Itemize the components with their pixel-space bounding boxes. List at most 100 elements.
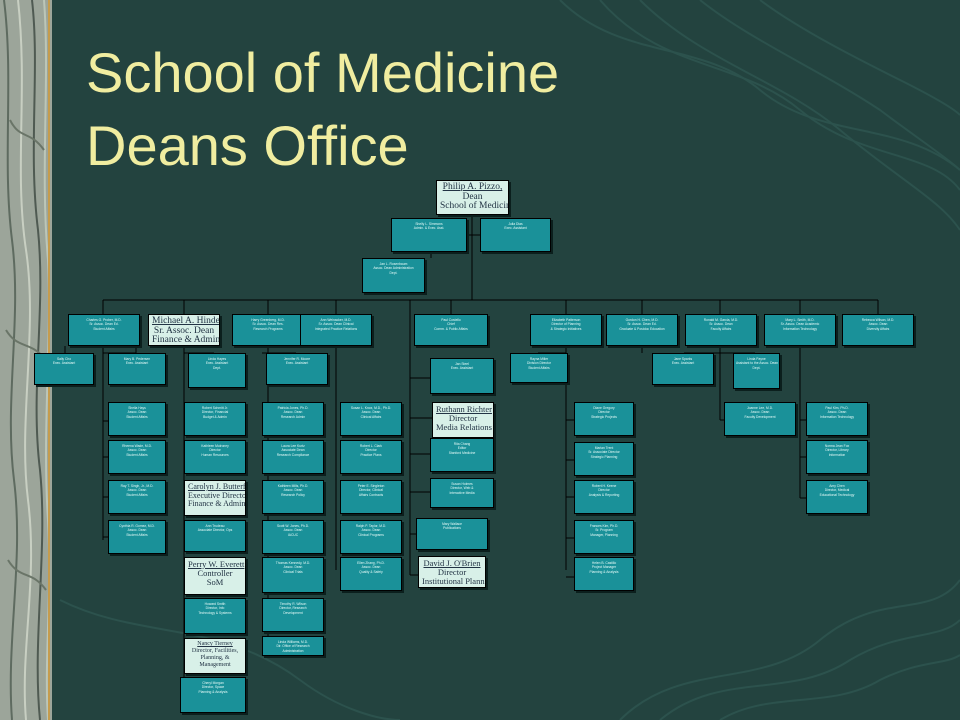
box-text-line: Sr. Assoc. Dean Clinical — [318, 322, 354, 327]
box-text-line: Exec. Assistant — [125, 361, 149, 366]
box-text-line: Planning & Analysis — [198, 689, 228, 694]
box-text-line: Peter E. Singleton — [357, 484, 385, 488]
box-text-line: Elizabeth Patterson — [551, 318, 581, 322]
box-text-line: Student Affairs — [126, 532, 148, 537]
division-box-3: Harry Greenberg, M.D.Sr. Assoc. Dean Res… — [232, 314, 304, 346]
box-text-line: Amy Chen — [829, 484, 845, 488]
staff-box-highlight: Carolyn J. ButterfieldExecutive Director… — [184, 480, 246, 516]
box-text-line: Sr. Assoc. Dean — [709, 322, 733, 327]
box-text-line: Assistant to the Assoc. Dean — [736, 361, 778, 366]
box-text-line: Sr. Assoc. Dean Res. — [252, 322, 284, 327]
box-text-line: Technology & Systems — [198, 610, 232, 615]
box-text-line: Exec. Assistant — [671, 361, 695, 366]
box-text-line: Sr. Program — [595, 528, 613, 533]
box-text-line: Ralph P. Taylor, M.D. — [355, 524, 387, 528]
box-text-line: Dean — [462, 191, 483, 202]
box-text-line: Kathleen Mulroney — [201, 444, 229, 448]
box-text-line: Mary B. Pedersen — [123, 357, 151, 361]
division-box-4: Ann Weinacker, M.D.Sr. Assoc. Dean Clini… — [300, 314, 372, 346]
box-text-line: Jan L. Rosenbaum — [379, 262, 408, 266]
box-text-line: Harry Greenberg, M.D. — [251, 318, 285, 322]
box-text-line: Linda Hayes — [207, 357, 227, 361]
box-text-line: Patricia Jones, Ph.D. — [277, 406, 309, 410]
box-text-line: Nancy Tierney — [197, 641, 233, 647]
box-text-line: Director — [437, 567, 467, 577]
box-text-line: Mary Wallace — [442, 522, 462, 526]
box-text-line: Paul Kim, Ph.D. — [825, 406, 849, 410]
division-box-9: Mary L. Smith, M.D.Sr. Assoc. Dean Acade… — [764, 314, 836, 346]
box-text-line: Jane Sparks — [673, 357, 693, 361]
box-text-line: Rayna Miller — [529, 357, 549, 361]
box-text-line: Stanford Medicine — [448, 450, 476, 455]
box-text-line: Associate Dean — [281, 448, 305, 453]
box-text-line: SoM — [206, 577, 224, 587]
box-text-line: Sr. Assoc. Dean Ed. — [627, 322, 657, 327]
box-text-line: Exec. Assistant — [504, 226, 527, 231]
box-text-line: Dept. — [752, 365, 761, 370]
box-text-line: Finance & Admin — [188, 499, 246, 508]
box-text-line: Diversity Affairs — [866, 326, 890, 331]
box-text-line: Graduate & Postdoc Education — [619, 326, 665, 331]
box-text-line: Norma Jean Fox — [824, 444, 850, 448]
box-text-line: Budget & Admin — [203, 414, 227, 419]
box-text-line: Scott W. Jones, Ph.D. — [276, 524, 310, 528]
box-text-line: Institutional Planning — [422, 576, 485, 586]
box-text-line: Robert H. Keene — [591, 484, 617, 488]
box-text-line: Jennifer R. Moore — [283, 357, 311, 361]
box-text-line: Frances Kim, Ph.D. — [589, 524, 619, 528]
box-text-line: Assoc. Dean — [127, 528, 147, 533]
box-text-line: Michael A. Hindery — [152, 316, 220, 326]
box-text-line: Joanne Lee, M.D. — [746, 406, 774, 410]
box-text-line: Mary L. Smith, M.D. — [785, 318, 815, 322]
box-text-line: Clinical Programs — [358, 532, 384, 537]
box-text-line: Management — [199, 662, 231, 668]
division-box-1: Charles G. Prober, M.D.Sr. Assoc. Dean E… — [68, 314, 140, 346]
box-text-line: Publications — [443, 526, 461, 531]
box-text-line: Assoc. Dean — [868, 322, 888, 327]
box-text-line: Assoc. Dean — [127, 488, 147, 493]
page-title-line2: Deans Office — [86, 114, 409, 177]
box-text-line: Assoc. Dean — [361, 410, 381, 415]
box-text-line: Faculty Affairs — [710, 326, 732, 331]
box-text-line: Admin. & Exec. Asst. — [413, 226, 445, 231]
box-text-line: Research Programs — [253, 326, 283, 331]
box-text-line: Assoc. Dean — [127, 448, 147, 453]
box-text-line: Robert L. Clark — [359, 444, 383, 448]
box-text-line: Philip A. Pizzo, — [442, 182, 503, 192]
box-text-line: Student Affairs — [93, 326, 115, 331]
box-text-line: Student Affairs — [528, 365, 550, 370]
box-text-line: Associate Director, Ops — [197, 528, 233, 533]
box-text-line: Director, Clinical — [359, 488, 383, 493]
box-text-line: Project Manager — [591, 565, 617, 570]
box-text-line: Kathleen Mills, Ph.D. — [277, 484, 309, 488]
box-text-line: Clinical Trials — [283, 569, 303, 574]
box-text-line: Information Technology — [782, 326, 818, 331]
box-text-line: Director — [598, 410, 610, 415]
box-text-line: Susan L. Knox, M.D., Ph.D. — [350, 406, 392, 410]
box-text-line: Ann Trudeau — [205, 524, 225, 528]
page-title-line1: School of Medicine — [86, 41, 560, 104]
box-text-line: Director — [365, 448, 377, 453]
box-text-line: Gordon H. Chen, M.D. — [625, 318, 659, 322]
